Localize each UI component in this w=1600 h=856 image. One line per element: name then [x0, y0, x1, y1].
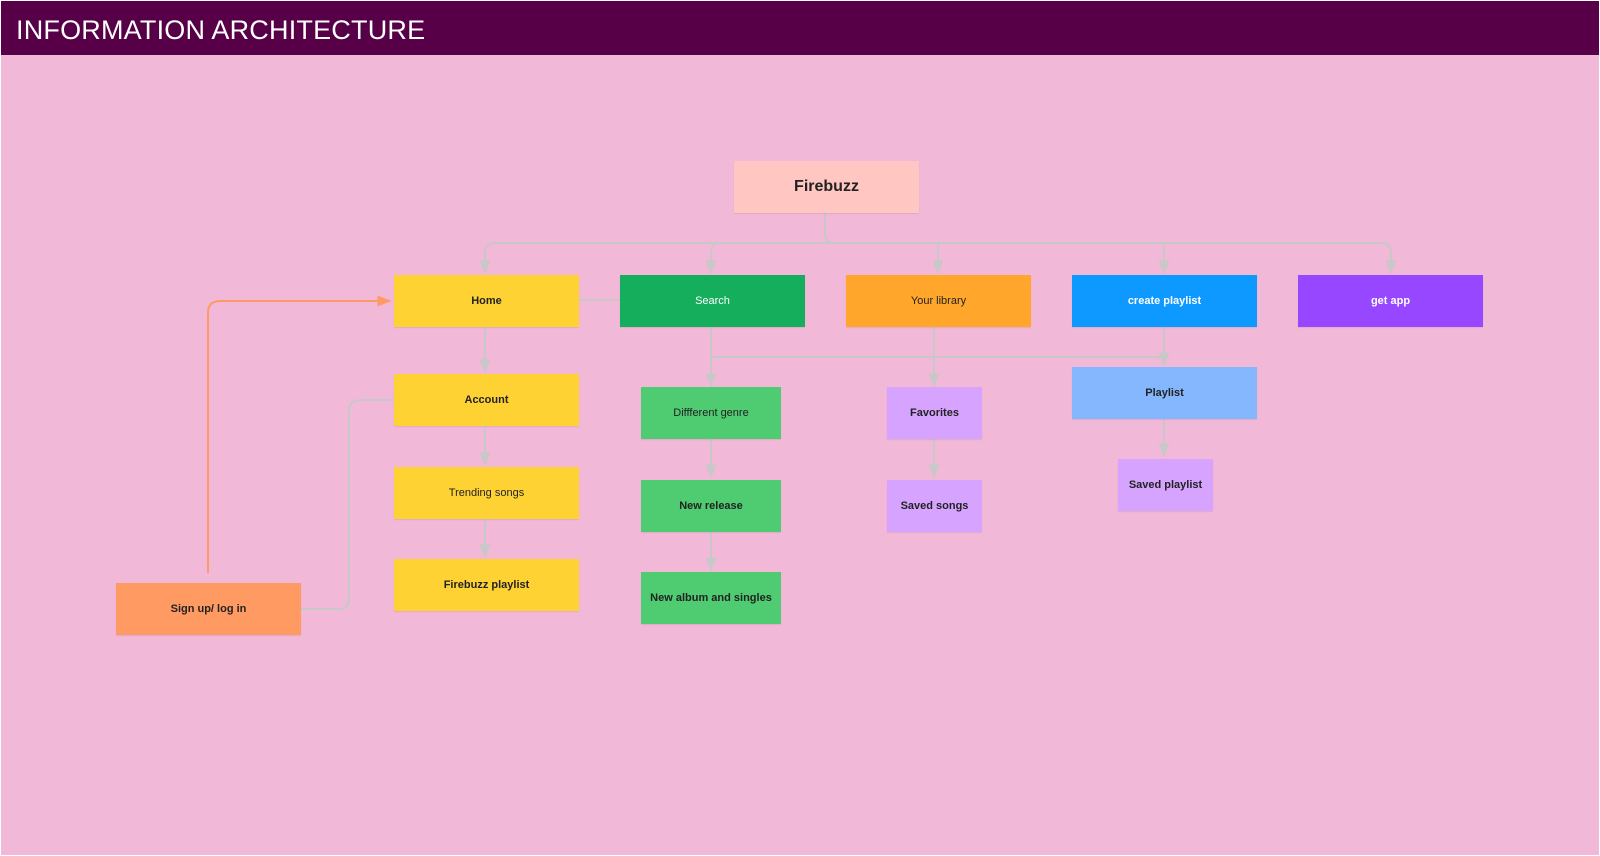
- node-label: create playlist: [1127, 295, 1202, 307]
- node-label: Home: [471, 295, 502, 307]
- node-label: Firebuzz playlist: [443, 579, 530, 591]
- node-label: Your library: [910, 295, 967, 307]
- connector-root-trunk: [824, 209, 836, 244]
- node-get-app[interactable]: get app: [1298, 275, 1483, 327]
- node-home[interactable]: Home: [394, 275, 579, 327]
- connector-signup-home: [207, 295, 392, 573]
- connector-to-home: [479, 242, 497, 275]
- node-different-genre[interactable]: Diffferent genre: [641, 387, 781, 439]
- connector-library-bus: [710, 326, 1164, 358]
- node-label: Diffferent genre: [673, 407, 749, 419]
- node-label: New album and singles: [650, 592, 772, 604]
- node-label: get app: [1370, 295, 1411, 307]
- node-sign-up-log-in[interactable]: Sign up/ log in: [116, 583, 301, 635]
- node-playlist[interactable]: Playlist: [1072, 367, 1257, 419]
- node-label: Saved playlist: [1128, 479, 1203, 491]
- node-search[interactable]: Search: [620, 275, 805, 327]
- node-label: Sign up/ log in: [170, 603, 247, 615]
- node-label: Favorites: [910, 407, 959, 419]
- page-title: INFORMATION ARCHITECTURE: [16, 15, 426, 45]
- connector-to-get-app: [1380, 242, 1397, 275]
- node-label: Account: [464, 394, 509, 406]
- node-firebuzz[interactable]: Firebuzz: [734, 161, 919, 213]
- node-saved-songs[interactable]: Saved songs: [887, 480, 982, 532]
- node-label: Saved songs: [900, 500, 969, 512]
- header-bar: INFORMATION ARCHITECTURE: [1, 1, 1599, 55]
- node-favorites[interactable]: Favorites: [887, 387, 982, 439]
- node-account[interactable]: Account: [394, 374, 579, 426]
- node-label: Playlist: [1145, 387, 1184, 399]
- node-label: New release: [679, 500, 743, 512]
- node-label: Trending songs: [448, 487, 525, 499]
- node-trending-songs[interactable]: Trending songs: [394, 467, 579, 519]
- node-create-playlist[interactable]: create playlist: [1072, 275, 1257, 327]
- node-new-album-singles[interactable]: New album and singles: [641, 572, 781, 624]
- node-firebuzz-playlist[interactable]: Firebuzz playlist: [394, 559, 579, 611]
- node-label: Firebuzz: [794, 178, 859, 195]
- node-your-library[interactable]: Your library: [846, 275, 1031, 327]
- node-saved-playlist[interactable]: Saved playlist: [1118, 459, 1213, 511]
- connector-signup-account: [301, 399, 394, 610]
- connector-to-search: [705, 242, 720, 275]
- node-label: Search: [695, 295, 730, 307]
- node-new-release[interactable]: New release: [641, 480, 781, 532]
